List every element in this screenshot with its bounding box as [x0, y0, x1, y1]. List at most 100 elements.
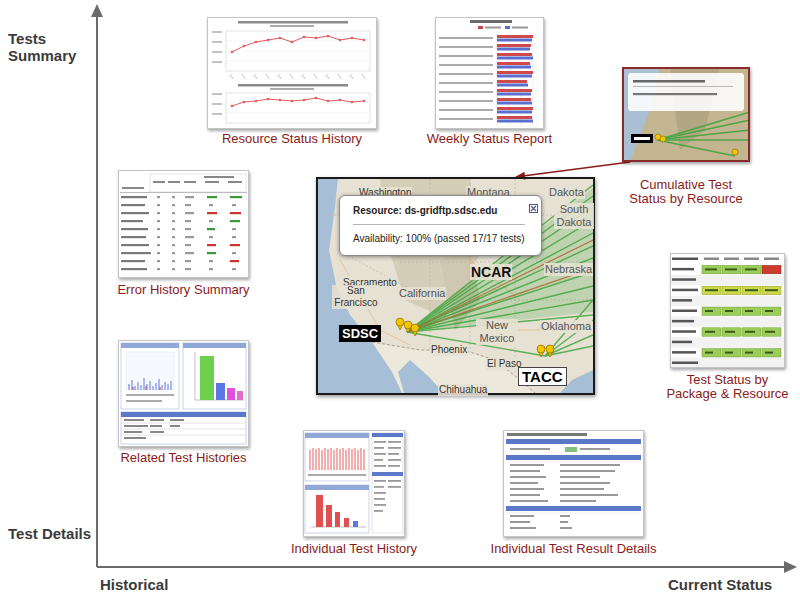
- test-status-grid-thumbnail: [744, 258, 759, 261]
- test-history-thumbnail: [374, 480, 386, 482]
- test-status-grid-thumbnail: [722, 286, 741, 294]
- axis-label-anchor: Test Details: [8, 525, 91, 542]
- error-history-thumbnail: [207, 212, 217, 214]
- resource-map: [396, 318, 404, 326]
- test-history-thumbnail: [305, 485, 369, 490]
- thumbnail-caption: Test Status by Package & Resource: [665, 373, 791, 401]
- error-history-thumbnail: [185, 252, 194, 254]
- status-history-thumbnail: [270, 25, 314, 27]
- error-history-thumbnail: [172, 244, 175, 246]
- place-anchor: El Paso: [486, 353, 522, 371]
- related-histories-thumbnail: [124, 431, 142, 433]
- error-history-thumbnail: [230, 220, 240, 222]
- test-status-grid-thumbnail: [672, 341, 692, 344]
- error-history-thumbnail: [207, 196, 217, 198]
- weekly-report-thumbnail: [497, 98, 531, 101]
- related-histories-thumbnail: [237, 391, 243, 400]
- result-details-thumbnail: [510, 521, 530, 523]
- weekly-report-thumbnail: [497, 71, 533, 74]
- status-history-thumbnail: [212, 32, 222, 62]
- test-history-thumbnail: [374, 492, 386, 494]
- error-history-thumbnail: [121, 212, 149, 214]
- test-status-grid-thumbnail: [672, 362, 698, 365]
- related-histories-thumbnail: [195, 352, 196, 400]
- test-history-thumbnail: [326, 505, 332, 527]
- test-status-grid-thumbnail: [764, 258, 779, 261]
- related-histories-thumbnail: [118, 340, 249, 447]
- status-history-thumbnail: [351, 37, 354, 40]
- axis-label: Current Status: [668, 576, 772, 593]
- related-histories-thumbnail: [216, 383, 225, 400]
- test-history-thumbnail: [388, 441, 401, 443]
- status-history-thumbnail: [207, 17, 377, 129]
- place-name: South Dakota: [554, 203, 594, 229]
- test-status-grid-thumbnail: [765, 352, 773, 354]
- test-status-grid-thumbnail: [722, 328, 741, 336]
- place-anchor: Oklahoma: [540, 316, 592, 334]
- result-details-thumbnail: [560, 482, 610, 484]
- error-history-thumbnail: [157, 244, 160, 246]
- error-history-thumbnail: [228, 181, 242, 183]
- place-name: Phoenix: [430, 344, 468, 356]
- thumbnail-box: Weekly Status Report: [435, 17, 544, 129]
- close-icon: [529, 204, 538, 213]
- thumbnail-caption: Individual Test History: [254, 542, 454, 556]
- resource-map: [404, 321, 412, 333]
- place-anchor: Chihuahua: [438, 379, 488, 397]
- status-history-thumbnail: [231, 35, 366, 54]
- test-status-grid-thumbnail: [671, 337, 784, 347]
- weekly-report-thumbnail: [497, 107, 533, 110]
- result-details-thumbnail: [506, 439, 641, 444]
- status-history-thumbnail: [363, 39, 366, 42]
- error-history-thumbnail: [184, 181, 196, 183]
- error-history-thumbnail: [185, 260, 191, 262]
- related-histories-thumbnail: [124, 437, 146, 439]
- related-histories-thumbnail: [121, 343, 179, 348]
- weekly-report-thumbnail: [497, 57, 533, 60]
- popup-detail: Availability: 100% (passed 17/17 tests): [353, 233, 525, 245]
- axis-label-anchor: Historical: [100, 576, 168, 593]
- cumulative-map-thumbnail: [657, 112, 750, 140]
- related-histories-thumbnail: [124, 419, 184, 439]
- weekly-report-thumbnail: [497, 93, 531, 96]
- result-details-thumbnail: [510, 464, 544, 466]
- cumulative-map-thumbnail: [622, 67, 750, 162]
- thumbnail-caption: Individual Test Result Details: [474, 542, 674, 556]
- result-details-thumbnail: [510, 488, 544, 490]
- test-status-grid-thumbnail: [742, 349, 761, 357]
- test-history-thumbnail: [310, 448, 364, 470]
- weekly-report-thumbnail: [439, 73, 493, 75]
- cumulative-map-thumbnail: [657, 140, 735, 156]
- test-status-grid-thumbnail: [722, 349, 741, 357]
- place-anchor: TACC: [518, 367, 567, 386]
- test-history-thumbnail: [374, 441, 386, 443]
- related-histories-thumbnail: [124, 425, 148, 427]
- highlighted-thumbnail: Cumulative Test Status by Resource: [622, 67, 750, 162]
- weekly-report-thumbnail: [497, 35, 533, 38]
- thumbnail-box: Individual Test Result Details: [503, 430, 644, 537]
- test-status-grid-thumbnail: [745, 352, 753, 354]
- test-status-grid-thumbnail: [702, 328, 721, 336]
- status-history-thumbnail: [279, 99, 282, 102]
- connector-line: [523, 162, 630, 176]
- test-history-thumbnail: [305, 433, 369, 438]
- test-history-thumbnail: [372, 472, 403, 476]
- result-details-thumbnail: [510, 500, 548, 502]
- test-status-grid-thumbnail: [745, 289, 758, 291]
- result-details-thumbnail: [560, 515, 570, 517]
- weekly-report-thumbnail: [439, 46, 493, 48]
- related-histories-thumbnail: [121, 343, 179, 409]
- place-anchor: South Dakota: [554, 203, 594, 230]
- error-history-thumbnail: [209, 204, 236, 270]
- weekly-report-thumbnail: [470, 20, 512, 23]
- place-anchor: NCAR: [470, 263, 512, 281]
- test-history-thumbnail: [374, 447, 384, 449]
- result-details-thumbnail: [560, 470, 615, 472]
- error-history-thumbnail: [150, 174, 246, 192]
- axis-label: Test Details: [8, 525, 91, 542]
- error-history-thumbnail: [172, 260, 175, 262]
- test-status-grid-thumbnail: [672, 289, 698, 292]
- status-history-thumbnail: [351, 101, 354, 104]
- error-history-thumbnail: [118, 170, 249, 278]
